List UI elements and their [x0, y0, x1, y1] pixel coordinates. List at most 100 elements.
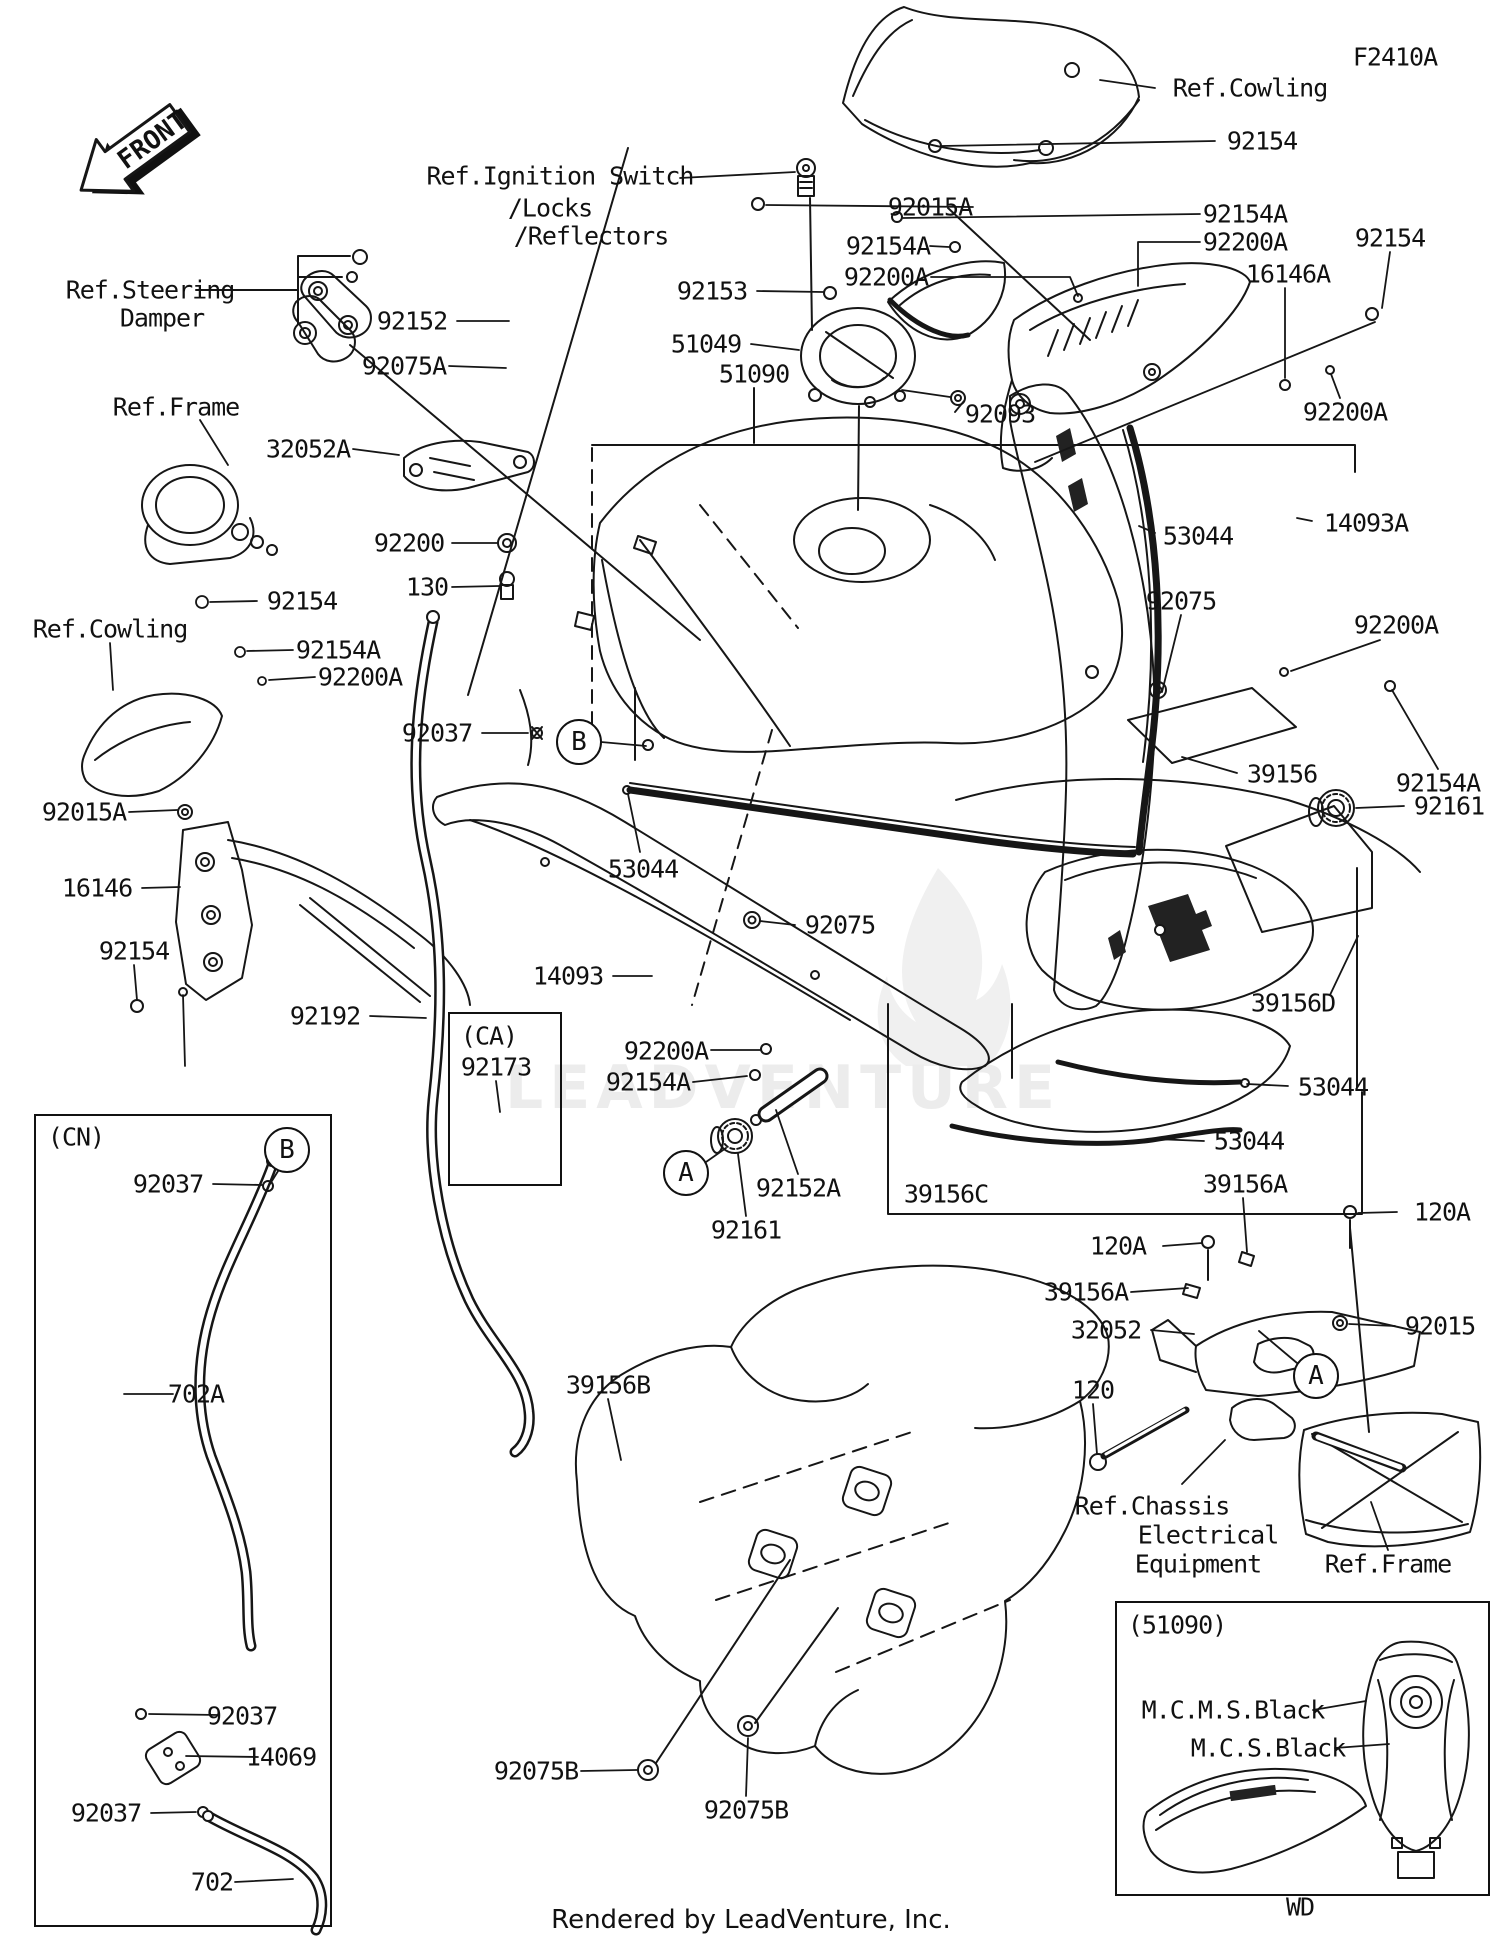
- steering-damper-brackets: [195, 249, 701, 641]
- part-label-92154: 92154: [1354, 223, 1426, 253]
- knob-92161-right: [1308, 789, 1355, 827]
- part-label-92015a: 92015A: [41, 797, 127, 827]
- part-label-14069: 14069: [245, 1742, 317, 1772]
- part-label-refframe: Ref.Frame: [1324, 1549, 1452, 1579]
- part-label-120a: 120A: [1413, 1197, 1471, 1227]
- part-label-92200a: 92200A: [843, 262, 929, 292]
- part-label-53044: 53044: [1213, 1126, 1285, 1156]
- part-label-refchassis: Ref.Chassis: [1074, 1491, 1231, 1521]
- part-label-92093: 92093: [964, 399, 1036, 429]
- rear-hump-39156d: [887, 778, 1421, 1215]
- part-label-53044: 53044: [1162, 521, 1234, 551]
- ignition-switch-bolt: [796, 158, 816, 331]
- part-label-39156: 39156: [1246, 759, 1318, 789]
- part-label-92154: 92154: [266, 586, 338, 616]
- part-label-32052: 32052: [1070, 1315, 1142, 1345]
- part-label-92200a: 92200A: [623, 1036, 709, 1066]
- part-label-refframe: Ref.Frame: [112, 392, 240, 422]
- footer-credit: Rendered by LeadVenture, Inc.: [551, 1905, 951, 1935]
- part-label-92152a: 92152A: [755, 1173, 841, 1203]
- part-label-39156d: 39156D: [1250, 988, 1336, 1018]
- pad-39156: [1127, 687, 1297, 764]
- part-label-92037: 92037: [206, 1701, 278, 1731]
- part-label-32052a: 32052A: [265, 434, 351, 464]
- part-label-51049: 51049: [670, 329, 742, 359]
- part-label-wd: WD: [1285, 1892, 1315, 1922]
- callout-circle-b: B: [556, 719, 602, 765]
- brace-14093a: [1009, 383, 1396, 1011]
- part-label-92161: 92161: [710, 1215, 782, 1245]
- cowl-16146a: [751, 139, 1379, 472]
- part-label-92154a: 92154A: [295, 635, 381, 665]
- leader-lines: [109, 79, 1439, 1883]
- cover-14093: [432, 782, 990, 1081]
- part-label-refcowling: Ref.Cowling: [1172, 73, 1329, 103]
- part-label-equipment: Equipment: [1134, 1549, 1262, 1579]
- part-label-ca: (CA): [460, 1021, 518, 1051]
- cowling-left-outline: [80, 692, 223, 820]
- part-label-mcmsblack: M.C.M.S.Black: [1141, 1695, 1326, 1725]
- bracket-32052: [1089, 1205, 1421, 1471]
- part-label-16146: 16146: [61, 873, 133, 903]
- part-label-51090: 51090: [718, 359, 790, 389]
- hose-92192: [410, 610, 543, 1458]
- part-label-92037: 92037: [132, 1169, 204, 1199]
- callout-circle-b: B: [264, 1127, 310, 1173]
- part-label-92200: 92200: [373, 528, 445, 558]
- ca-variant-box: [448, 1012, 562, 1186]
- part-label-92161: 92161: [1413, 791, 1485, 821]
- part-label-92015: 92015: [1404, 1311, 1476, 1341]
- part-label-92075a: 92075A: [361, 351, 447, 381]
- bracket-32052a: [403, 439, 535, 600]
- part-label-14093a: 14093A: [1323, 508, 1409, 538]
- part-label-92200a: 92200A: [1302, 397, 1388, 427]
- part-label-mcsblack: M.C.S.Black: [1190, 1733, 1347, 1763]
- part-label-92200a: 92200A: [1353, 610, 1439, 640]
- part-label-locks: /Locks: [507, 193, 593, 223]
- part-label-39156b: 39156B: [565, 1370, 651, 1400]
- heat-shield-39156b: [575, 1264, 1110, 1781]
- part-label-92200a: 92200A: [317, 662, 403, 692]
- cn-hose-assembly: [135, 1155, 328, 1936]
- part-label-120a: 120A: [1089, 1231, 1147, 1261]
- part-label-electrical: Electrical: [1137, 1520, 1280, 1550]
- part-label-92037: 92037: [401, 718, 473, 748]
- frame-section: [1298, 1411, 1482, 1548]
- watermark-flame-icon: [877, 868, 1011, 1066]
- cowling-top-outline: [842, 6, 1140, 168]
- part-label-92152: 92152: [376, 306, 448, 336]
- part-label-92075b: 92075B: [493, 1756, 579, 1786]
- part-label-92154a: 92154A: [845, 231, 931, 261]
- part-label-92154: 92154: [98, 936, 170, 966]
- stay-16146: [130, 821, 471, 1013]
- callout-circle-a: A: [663, 1150, 709, 1196]
- part-label-39156a: 39156A: [1043, 1277, 1129, 1307]
- part-label-92154a: 92154A: [605, 1067, 691, 1097]
- part-label-reflectors: /Reflectors: [513, 221, 670, 251]
- part-label-92075b: 92075B: [703, 1795, 789, 1825]
- part-label-39156c: 39156C: [903, 1179, 989, 1209]
- part-label-51090: (51090): [1127, 1610, 1227, 1640]
- trim-53044-strips: [622, 424, 1250, 1146]
- part-label-92200a: 92200A: [1202, 227, 1288, 257]
- part-label-damper: Damper: [119, 303, 205, 333]
- part-label-refcowling: Ref.Cowling: [32, 614, 189, 644]
- cn-variant-box: [34, 1114, 332, 1927]
- pad-39156c: [959, 1008, 1291, 1133]
- part-label-16146a: 16146A: [1245, 259, 1331, 289]
- part-label-53044: 53044: [607, 854, 679, 884]
- part-label-refsteering: Ref.Steering: [65, 275, 236, 305]
- part-label-92154: 92154: [1226, 126, 1298, 156]
- fuel-cap-ring-51049: [800, 307, 966, 511]
- part-label-702: 702: [190, 1867, 234, 1897]
- part-label-92075: 92075: [1145, 586, 1217, 616]
- frame-head-tube: [141, 464, 278, 565]
- callout-circle-a: A: [1293, 1353, 1339, 1399]
- part-label-92173: 92173: [460, 1052, 532, 1082]
- part-label-92154a: 92154A: [1202, 199, 1288, 229]
- part-label-92037: 92037: [70, 1798, 142, 1828]
- part-label-92192: 92192: [289, 1001, 361, 1031]
